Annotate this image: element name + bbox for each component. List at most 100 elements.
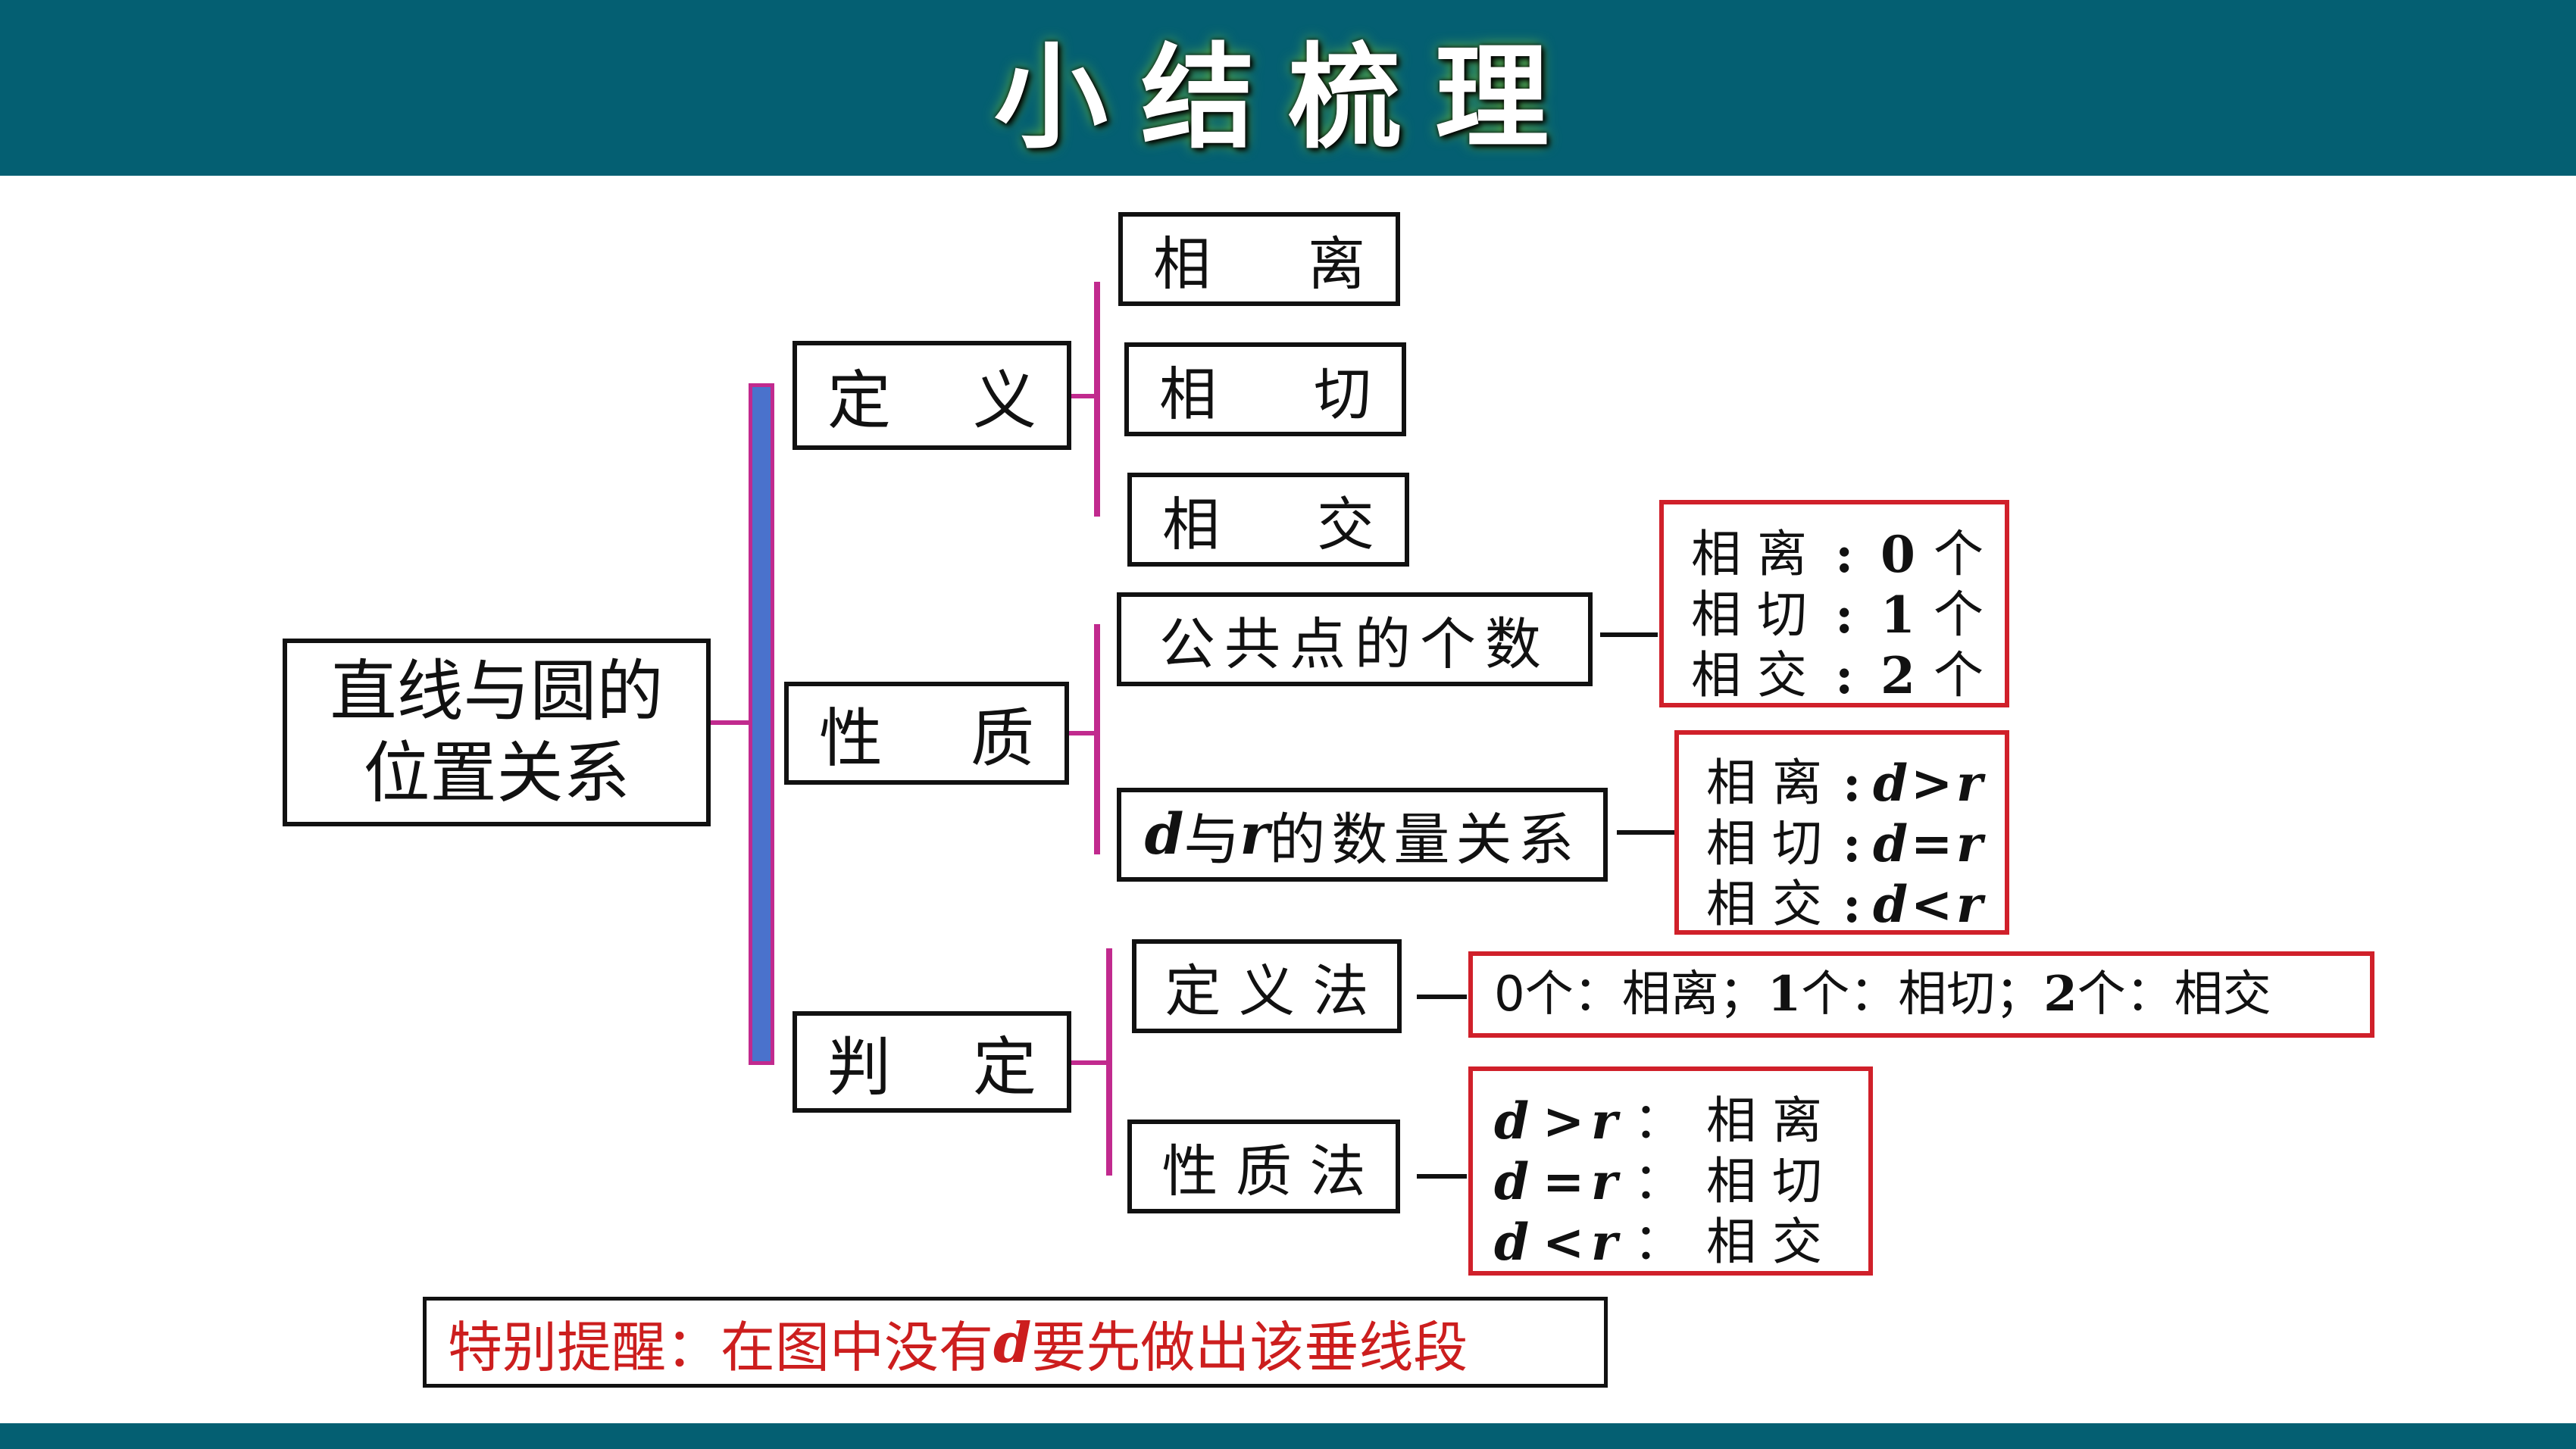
pm-row-intersect-rel: 相 交	[1706, 1213, 1822, 1271]
definition-label-a: 定	[827, 363, 892, 438]
count-row-tangent-sep: :	[1835, 586, 1854, 645]
pm-row-intersect-sep: ：	[1633, 1213, 1683, 1271]
root-line2: 位置关系	[363, 734, 630, 812]
def-separate-a: 相	[1153, 230, 1211, 298]
count-row-separate-name: 相 离	[1691, 525, 1807, 583]
count-row-tangent-name: 相 切	[1691, 586, 1807, 644]
definition-connector	[1071, 394, 1097, 398]
dr-row-intersect-op: <	[1911, 875, 1953, 934]
def-item-intersect: 相 交	[1127, 473, 1409, 567]
reminder-pre: 特别提醒：在图中没有	[448, 1315, 994, 1379]
pm-row-separate: d > r ： 相 离	[1494, 1091, 1868, 1151]
main-spine	[749, 383, 774, 1065]
dr-row-intersect: 相 交 : d < r	[1706, 874, 2005, 935]
dr-row-separate-name: 相 离	[1706, 754, 1822, 812]
reminder-post: 要先做出该垂线段	[1031, 1315, 1468, 1379]
count-results-box: 相 离 : 0 个 相 切 : 1 个 相 交 : 2 个	[1659, 500, 2009, 707]
dr-results-box: 相 离 : d > r 相 切 : d = r 相 交 : d < r	[1674, 730, 2009, 935]
dr-row-separate-op: >	[1911, 754, 1953, 813]
pm-row-intersect-r: r	[1591, 1213, 1618, 1272]
dr-row-tangent-op: =	[1911, 814, 1953, 873]
dm-result-n0: 0	[1494, 967, 1525, 1023]
def-separate-b: 离	[1308, 230, 1365, 298]
count-row-separate-sep: :	[1835, 525, 1854, 584]
reminder-note: 特别提醒：在图中没有 d 要先做出该垂线段	[423, 1297, 1608, 1388]
dr-row-tangent: 相 切 : d = r	[1706, 814, 2005, 874]
dr-row-separate-d: d	[1873, 754, 1909, 813]
dr-label-d: d	[1144, 802, 1184, 867]
property-label-b: 质	[970, 701, 1034, 776]
definition-method-label: 定 义 法	[1165, 958, 1369, 1024]
pm-row-tangent-d: d	[1494, 1152, 1530, 1211]
pm-row-intersect-op: <	[1543, 1213, 1585, 1272]
dr-row-tangent-name: 相 切	[1706, 814, 1822, 873]
count-row-tangent-num: 1	[1880, 586, 1915, 645]
pm-row-separate-d: d	[1494, 1091, 1530, 1151]
page-title: 小结梳理	[993, 30, 1582, 164]
dr-row-intersect-r: r	[1956, 875, 1983, 934]
definition-bracket	[1094, 282, 1102, 517]
count-row-intersect: 相 交 : 2 个	[1691, 645, 2005, 706]
count-row-tangent-unit: 个	[1934, 586, 1984, 644]
def-intersect-b: 交	[1317, 491, 1374, 558]
dr-label-mid: 与	[1183, 807, 1240, 873]
node-property: 性 质	[784, 682, 1069, 785]
def-intersect-a: 相	[1162, 491, 1220, 558]
common-points-label: 公共点的个数	[1159, 611, 1550, 677]
count-row-intersect-sep: :	[1835, 646, 1854, 705]
header-bar	[0, 0, 2576, 176]
property-bracket	[1094, 624, 1102, 854]
node-property-method: 性 质 法	[1127, 1120, 1400, 1213]
count-row-separate: 相 离 : 0 个	[1691, 524, 2005, 585]
dr-row-tangent-r: r	[1956, 814, 1983, 873]
dr-row-tangent-d: d	[1873, 814, 1909, 873]
dm-result-n1: 1	[1767, 966, 1802, 1023]
pm-row-separate-rel: 相 离	[1706, 1091, 1822, 1150]
root-connector	[711, 720, 753, 725]
dr-row-separate: 相 离 : d > r	[1706, 753, 2005, 814]
pm-row-intersect-d: d	[1494, 1213, 1530, 1272]
dr-row-intersect-name: 相 交	[1706, 875, 1822, 933]
common-points-connector	[1600, 632, 1658, 637]
root-node: 直线与圆的 位置关系	[283, 639, 711, 826]
dr-label-rest: 的数量关系	[1269, 807, 1580, 873]
definition-method-connector	[1417, 995, 1467, 999]
dr-row-intersect-d: d	[1873, 875, 1909, 934]
pm-row-separate-r: r	[1591, 1091, 1618, 1151]
dm-result-n2: 2	[2043, 966, 2077, 1023]
def-tangent-a: 相	[1159, 361, 1217, 428]
definition-label-b: 义	[972, 363, 1036, 438]
property-label-a: 性	[819, 701, 883, 776]
dm-result-t0: 个：相离；	[1524, 967, 1768, 1023]
count-row-intersect-unit: 个	[1934, 646, 1984, 704]
node-common-points: 公共点的个数	[1117, 592, 1593, 686]
judgement-label-a: 判	[827, 1029, 892, 1104]
pm-row-tangent: d = r ： 相 切	[1494, 1151, 1868, 1212]
pm-row-tangent-sep: ：	[1633, 1152, 1683, 1210]
d-r-connector	[1617, 830, 1674, 835]
judgement-connector	[1071, 1060, 1109, 1065]
count-row-intersect-name: 相 交	[1691, 646, 1807, 704]
reminder-d: d	[993, 1310, 1032, 1375]
node-d-r-relation: d 与 r 的数量关系	[1117, 788, 1608, 882]
pm-row-tangent-rel: 相 切	[1706, 1152, 1822, 1210]
pm-row-separate-sep: ：	[1633, 1091, 1683, 1150]
dr-label-r: r	[1240, 802, 1270, 867]
property-method-result-box: d > r ： 相 离 d = r ： 相 切 d < r ： 相 交	[1468, 1066, 1873, 1276]
pm-row-intersect: d < r ： 相 交	[1494, 1212, 1868, 1273]
node-definition-method: 定 义 法	[1132, 939, 1402, 1033]
node-judgement: 判 定	[792, 1011, 1071, 1113]
dr-row-separate-sep: :	[1843, 754, 1862, 813]
count-row-separate-unit: 个	[1934, 525, 1984, 583]
count-row-intersect-num: 2	[1880, 646, 1915, 705]
property-method-connector	[1417, 1174, 1467, 1179]
dm-result-t2: 个：相交	[2077, 967, 2271, 1023]
footer-bar	[0, 1423, 2576, 1449]
pm-row-separate-op: >	[1543, 1091, 1585, 1151]
def-tangent-b: 切	[1314, 361, 1371, 428]
judgement-bracket	[1106, 948, 1114, 1176]
dm-result-t1: 个：相切；	[1801, 967, 2044, 1023]
root-line1: 直线与圆的	[330, 652, 664, 730]
property-method-label: 性 质 法	[1161, 1138, 1366, 1204]
judgement-label-b: 定	[972, 1029, 1036, 1104]
